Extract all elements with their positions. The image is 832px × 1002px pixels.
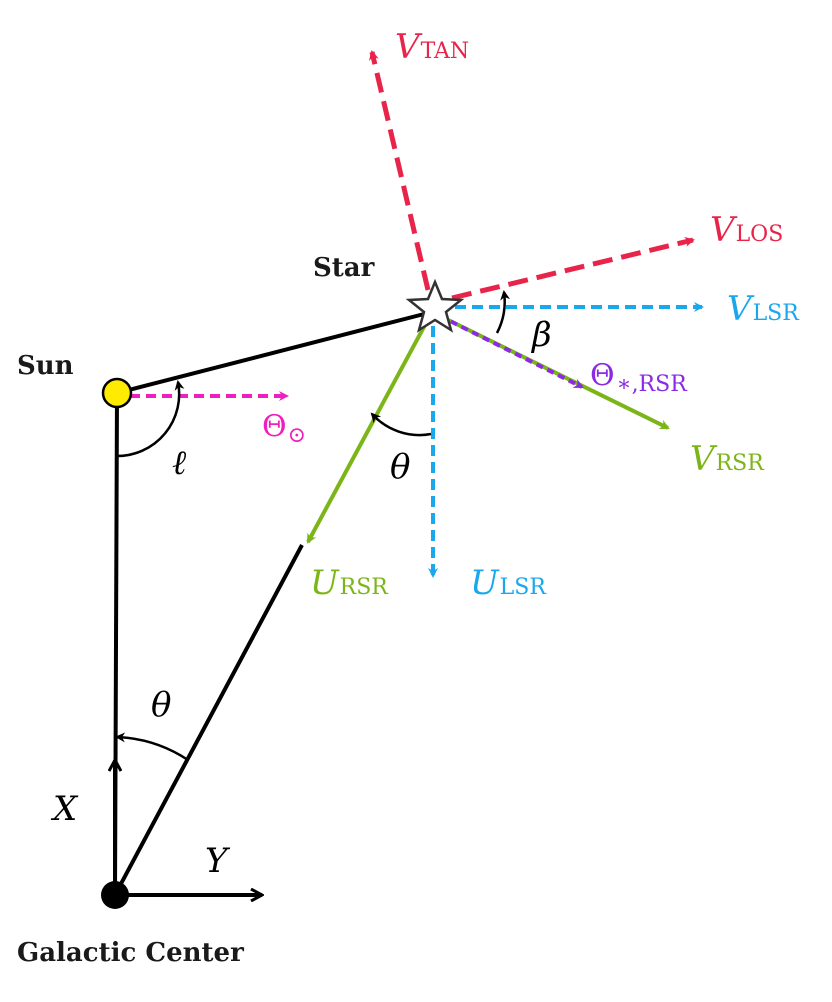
x-axis-label: X: [50, 789, 79, 829]
star-label: Star: [313, 253, 375, 283]
v-los-label: VLOS: [710, 210, 783, 250]
y-axis-label: Y: [205, 841, 231, 881]
u-lsr-label: ULSR: [470, 563, 547, 603]
star-to-gc-line: [113, 544, 304, 896]
v-lsr-label: VLSR: [727, 289, 800, 329]
theta-gc-angle-arc: [115, 732, 189, 762]
v-los-arrow: [451, 237, 695, 301]
v-tan-arrow: [368, 50, 431, 291]
theta-gc-label: θ: [151, 685, 171, 725]
v-tan-label: VTAN: [395, 27, 469, 67]
theta-star-rsr-label: Θ∗,RSR: [590, 358, 688, 397]
theta-star-angle-arc: [370, 412, 432, 437]
u-rsr-label: URSR: [310, 563, 389, 603]
ell-label: ℓ: [172, 443, 186, 483]
ell-angle-arc: [116, 380, 185, 458]
theta-star-rsr-arrow: [439, 314, 584, 389]
sun-label: Sun: [17, 351, 74, 381]
sun-marker: [101, 377, 133, 409]
sun-to-star-line: [116, 310, 433, 395]
star-marker: [405, 278, 465, 333]
galactic-center-marker: [101, 881, 129, 909]
u-rsr-arrow: [306, 311, 434, 544]
theta-sun-label: Θ⊙: [262, 409, 306, 448]
v-rsr-label: VRSR: [690, 439, 765, 479]
galactic-center-label: Galactic Center: [17, 938, 244, 968]
theta-star-label: θ: [390, 447, 410, 487]
beta-label: β: [530, 315, 552, 355]
beta-angle-arc: [495, 290, 511, 334]
